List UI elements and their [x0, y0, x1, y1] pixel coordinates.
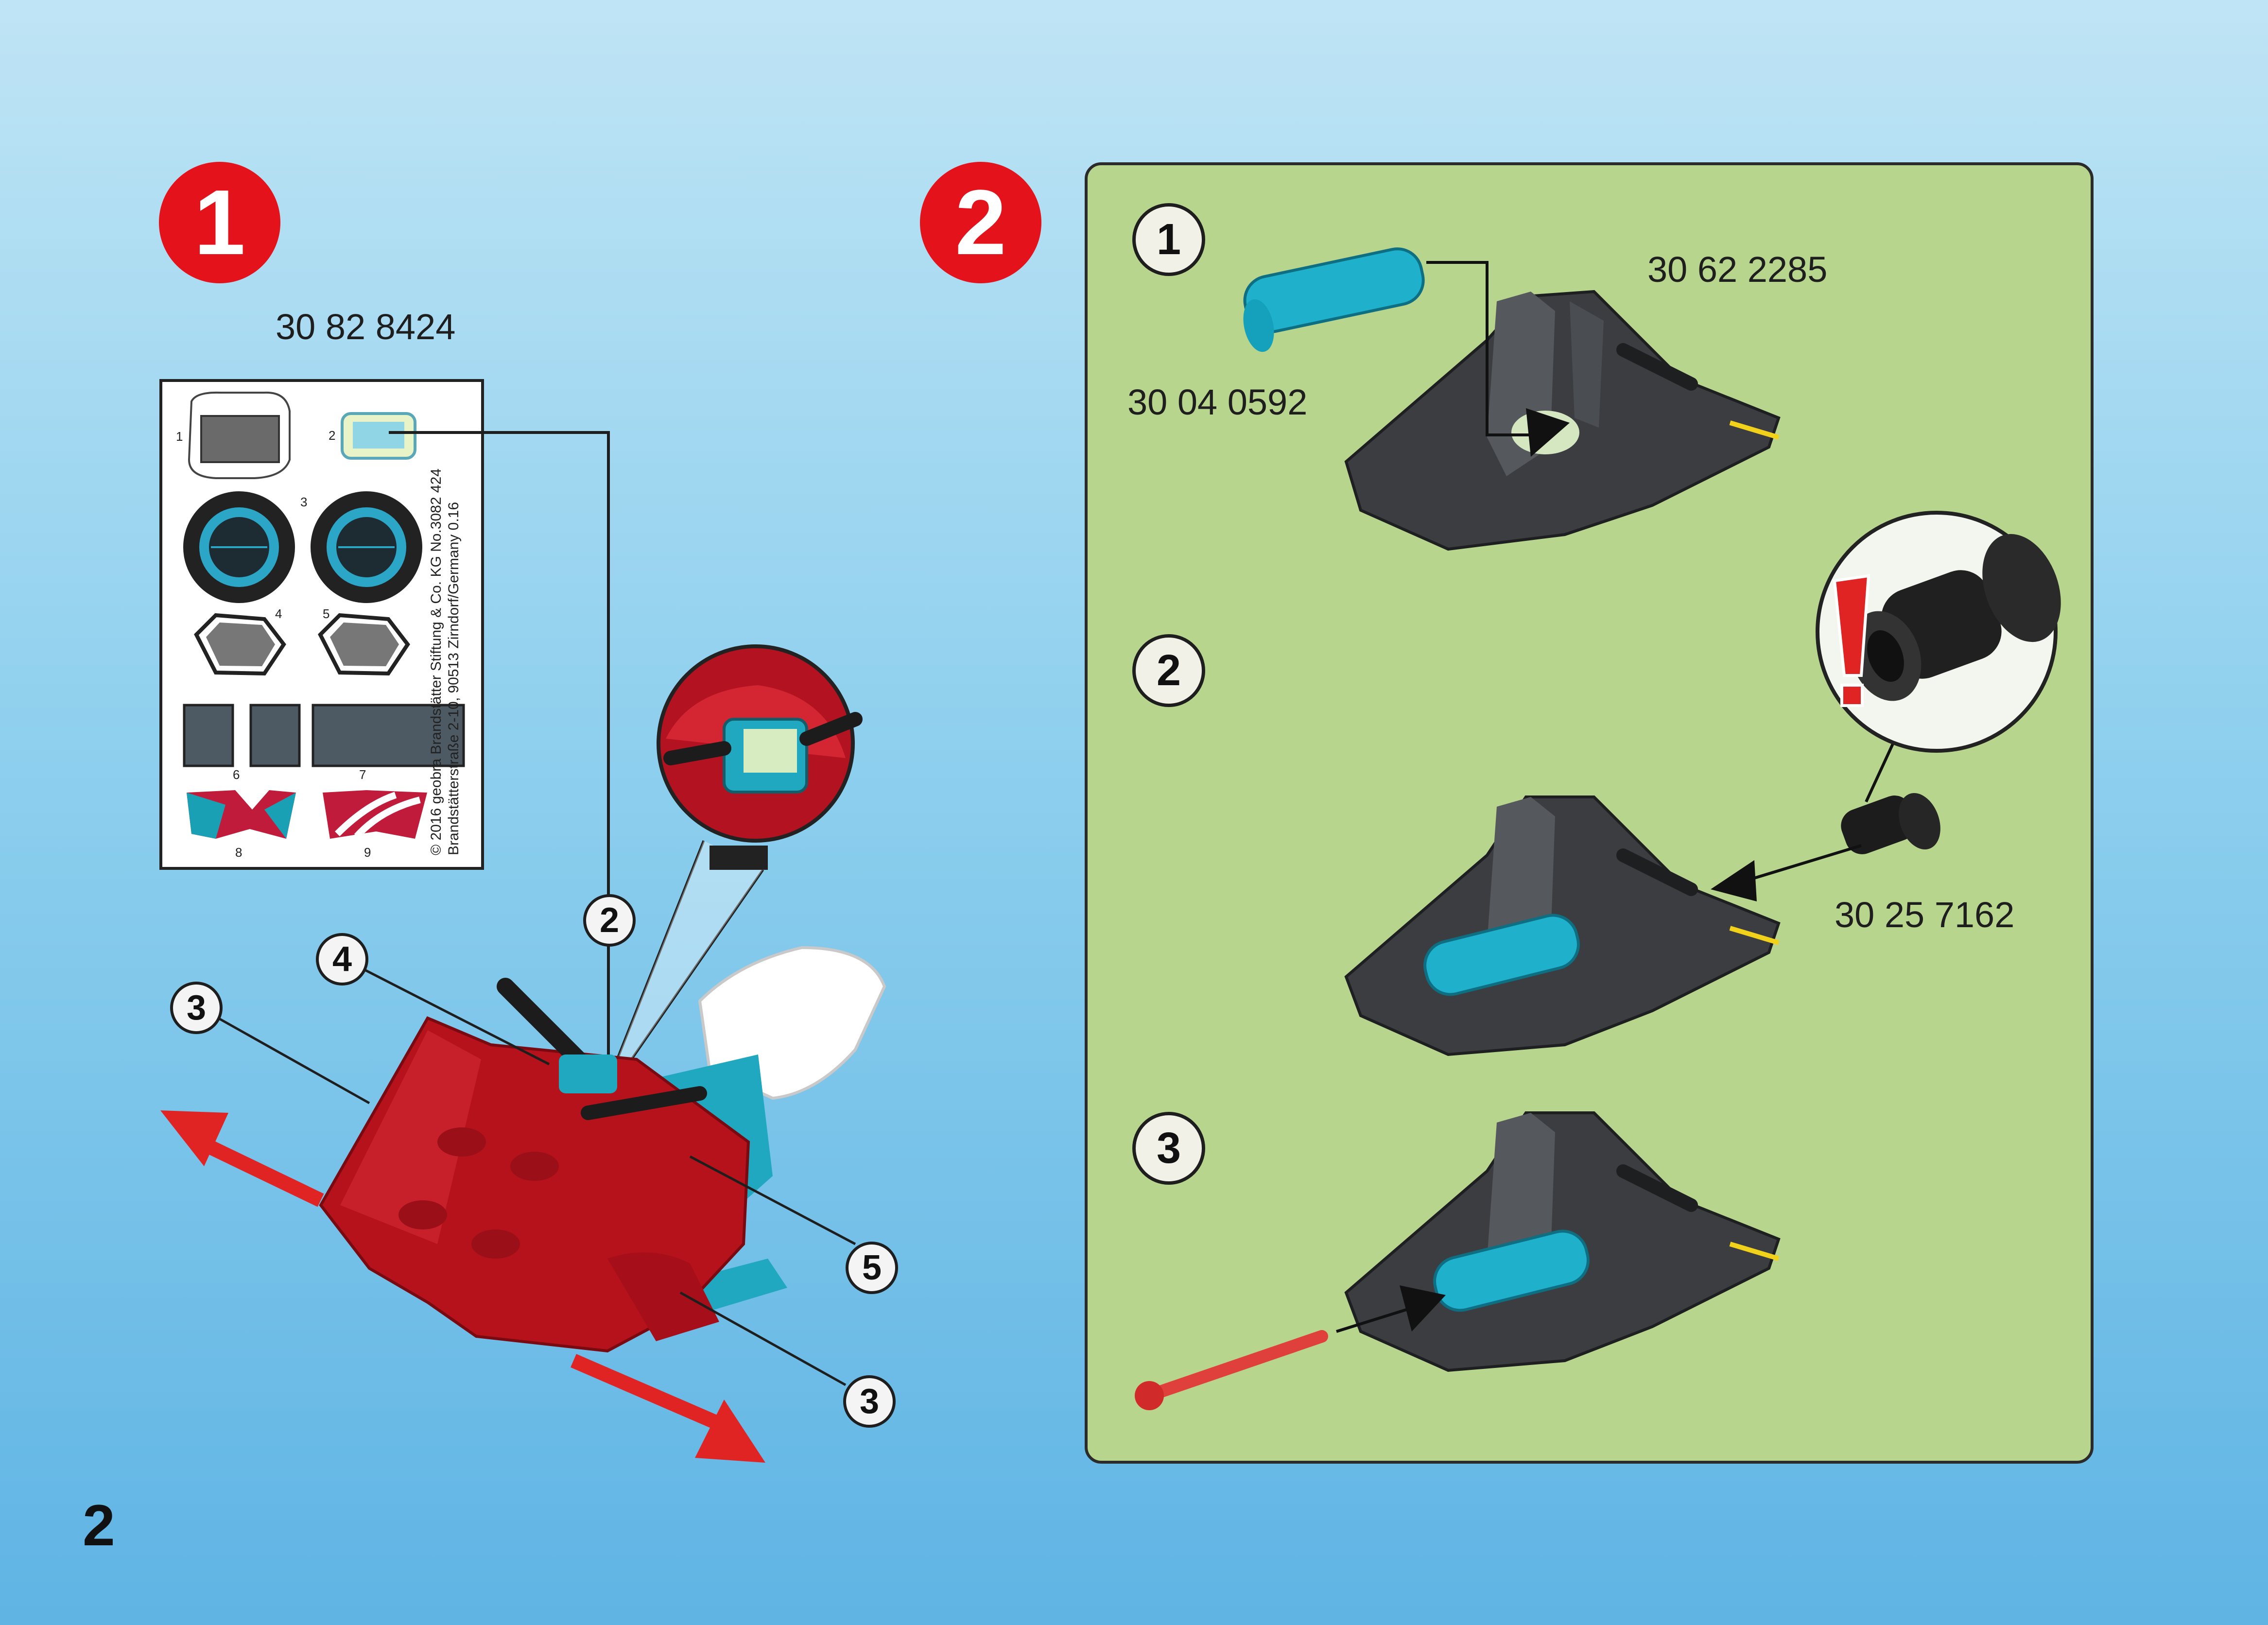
cyan-pin-part-number: 30 04 0592: [1127, 381, 1307, 423]
black-cap-part-number: 30 25 7162: [1835, 894, 2014, 935]
substep-2-callout: 2: [1132, 634, 1205, 707]
page-number: 2: [83, 1492, 115, 1559]
substep-1-callout: 1: [1132, 203, 1205, 276]
base-part-number: 30 62 2285: [1647, 249, 1827, 290]
substep-3-callout: 3: [1132, 1112, 1205, 1185]
